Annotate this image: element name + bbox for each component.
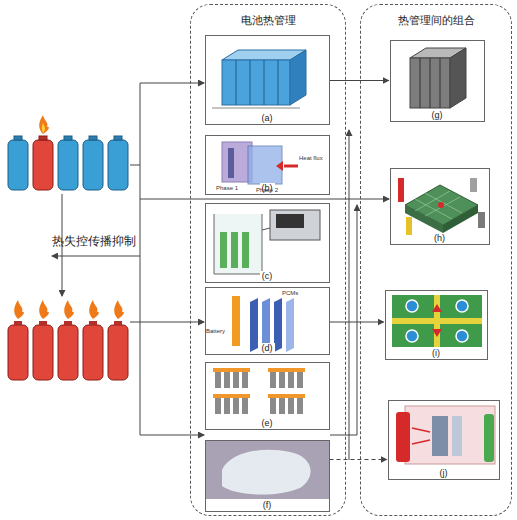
figure-label: (a): [260, 113, 275, 123]
connector-arrow: [330, 459, 387, 460]
array-picture: [213, 368, 305, 414]
panel-heading: 热管理间的组合: [396, 13, 477, 28]
figure-box: (d): [205, 287, 330, 355]
test-picture: [214, 210, 320, 274]
figure-label: (f): [261, 500, 274, 510]
part-name: Heat flux: [299, 154, 323, 162]
plate-picture: [392, 295, 482, 347]
connector-arrow: [330, 322, 384, 323]
figure-label: (e): [260, 418, 275, 428]
panel-heading: 电池热管理: [239, 13, 298, 28]
cube-picture: [410, 48, 466, 108]
figure-box: (c): [205, 203, 330, 283]
part-name: PCMs: [282, 289, 298, 297]
figure-box: (i): [385, 290, 488, 360]
figure-box: (g): [390, 40, 485, 122]
figure-label: (i): [430, 348, 442, 358]
battery-row-bottom: [8, 300, 128, 380]
figure-box: (a): [205, 35, 330, 125]
section-panel: 热管理间的组合 (g) (h) (i) (j): [360, 4, 512, 516]
figure-label: (g): [430, 110, 445, 120]
module-picture: [212, 50, 306, 108]
figure-label: (d): [260, 343, 275, 353]
grid-picture: [398, 178, 485, 235]
hybrid-picture: [396, 406, 495, 464]
figure-box: (f): [205, 440, 330, 512]
figure-box: (j): [388, 400, 500, 480]
part-name: Phase 1: [216, 184, 238, 192]
connector-arrow: [330, 80, 389, 81]
annotation: 热失控传播抑制: [52, 234, 136, 248]
figure-box: (e): [205, 362, 330, 430]
figure-box: (h): [390, 168, 490, 245]
battery-row-top: [8, 115, 128, 190]
section-panel: 电池热管理(a)(b)(c)(d)(e)(f): [190, 4, 346, 516]
figure-label: (h): [432, 233, 447, 243]
phase-picture: [222, 142, 298, 184]
flow-lines: [52, 83, 389, 460]
pcm-picture: [232, 296, 294, 352]
part-name: Phase 2: [256, 186, 278, 194]
material-photo: [206, 441, 329, 499]
figure-label: (j): [438, 468, 450, 478]
figure-label: (c): [260, 271, 275, 281]
part-name: Battery: [206, 327, 225, 335]
